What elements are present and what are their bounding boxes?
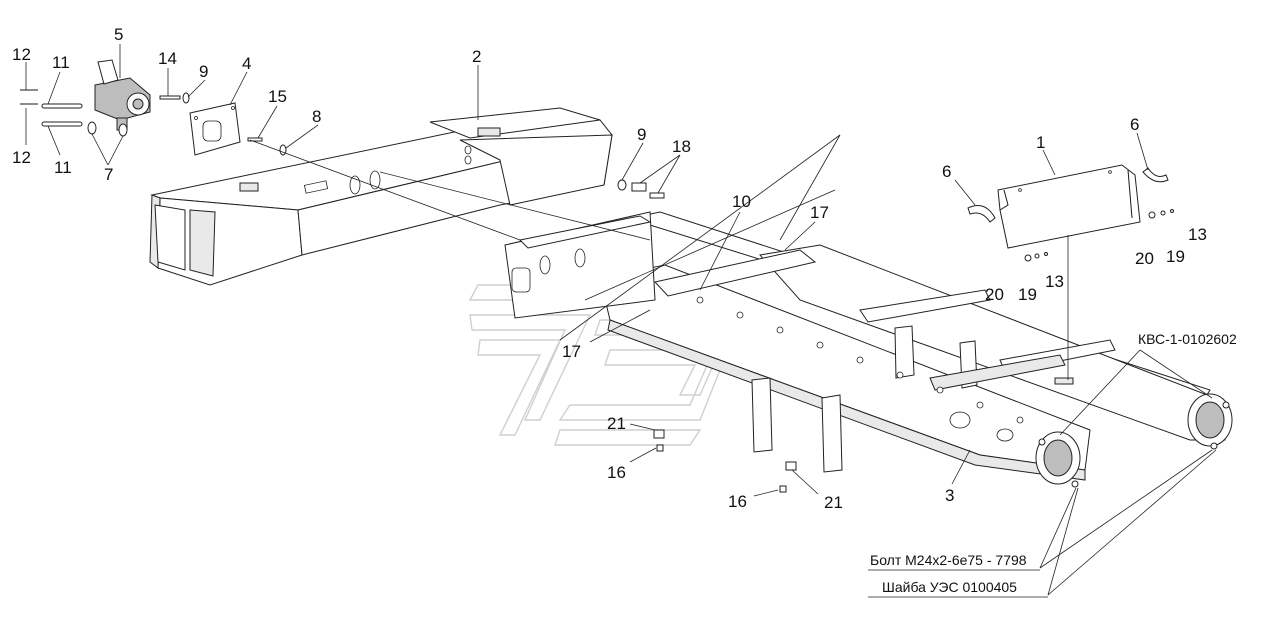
- callout-11: 11: [52, 53, 70, 72]
- washer-ref-label: Шайба УЭС 0100405: [882, 579, 1017, 595]
- cover-fasteners: [1024, 209, 1174, 262]
- callout-16: 16: [607, 463, 626, 482]
- callout-21: 21: [607, 414, 626, 433]
- callout-6: 6: [1130, 115, 1139, 134]
- callout-labels: 12 11 5 14 9 4 15 8 2 12 11 7 9 18 10 17…: [12, 25, 1207, 512]
- part-5-coupling-device: [94, 59, 151, 131]
- callout-19: 19: [1018, 285, 1037, 304]
- callout-16: 16: [728, 492, 747, 511]
- callout-8: 8: [312, 107, 321, 126]
- part-6-half-rings: [967, 167, 1169, 223]
- callout-17: 17: [810, 203, 829, 222]
- callout-9: 9: [637, 125, 646, 144]
- assembly-ref-label: КВС-1-0102602: [1138, 331, 1237, 347]
- bolt-ref-label: Болт М24х2-6е75 - 7798: [870, 552, 1027, 568]
- part-1-cover-plate: [997, 164, 1141, 249]
- callout-19: 19: [1166, 247, 1185, 266]
- callout-17: 17: [562, 342, 581, 361]
- callout-2: 2: [472, 47, 481, 66]
- callout-14: 14: [158, 49, 177, 68]
- callout-7: 7: [104, 165, 113, 184]
- callout-20: 20: [1135, 249, 1154, 268]
- leader-lines: [25, 44, 1217, 598]
- part-3-main-frame: [504, 211, 1233, 493]
- callout-1: 1: [1036, 133, 1045, 152]
- callout-5: 5: [114, 25, 123, 44]
- callout-18: 18: [672, 137, 691, 156]
- callout-3: 3: [945, 486, 954, 505]
- callout-13: 13: [1045, 272, 1064, 291]
- part-2-bumper-beam: [149, 107, 613, 286]
- callout-4: 4: [242, 54, 251, 73]
- small-fasteners: [20, 89, 665, 199]
- callout-6: 6: [942, 162, 951, 181]
- callout-20: 20: [985, 285, 1004, 304]
- callout-15: 15: [268, 87, 287, 106]
- callout-12: 12: [12, 45, 31, 64]
- callout-10: 10: [732, 192, 751, 211]
- callout-21: 21: [824, 493, 843, 512]
- reference-labels: КВС-1-0102602 Болт М24х2-6е75 - 7798 Шай…: [870, 331, 1237, 595]
- part-4-mounting-plate: [189, 102, 241, 156]
- callout-13: 13: [1188, 225, 1207, 244]
- callout-9: 9: [199, 62, 208, 81]
- callout-11: 11: [54, 158, 72, 177]
- callout-12: 12: [12, 148, 31, 167]
